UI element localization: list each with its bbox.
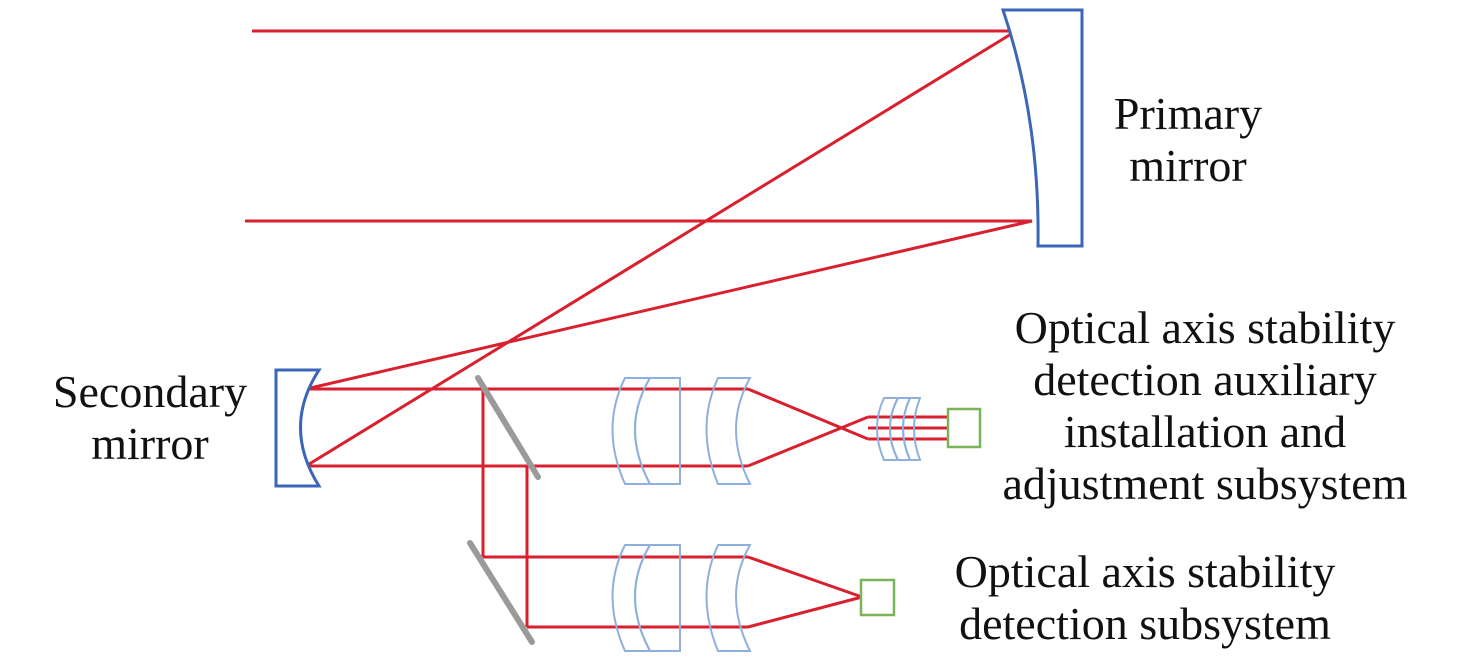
label-line: adjustment subsystem [1002, 458, 1408, 509]
label-line: installation and [1063, 406, 1347, 457]
ray-converge-aux-1 [747, 387, 869, 441]
upper-lens-group [611, 377, 752, 485]
ray-converge-detect-1 [747, 555, 863, 599]
ray-primary-to-secondary-lower [305, 29, 1017, 468]
label-line: detection auxiliary [1033, 354, 1377, 405]
lens-icon [902, 397, 922, 461]
auxiliary-subsystem-label: Optical axis stability detection auxilia… [955, 302, 1455, 510]
label-line: mirror [1129, 140, 1247, 191]
beam-splitter-lower-icon [467, 540, 535, 645]
ray-converge-aux-2 [747, 415, 869, 468]
beam-splitter-upper-icon [475, 375, 541, 480]
lens-icon [611, 544, 652, 652]
ray-converge-detect-2 [747, 595, 863, 629]
label-line: Primary [1113, 88, 1263, 139]
aux-small-lens-group [876, 397, 922, 461]
secondary-mirror-icon [274, 368, 322, 488]
lens-icon [634, 544, 681, 652]
detection-detector-icon [859, 578, 896, 617]
lens-icon [705, 377, 752, 485]
secondary-mirror-label: Secondary mirror [20, 366, 280, 470]
lens-icon [611, 377, 652, 485]
beam-splitters [467, 375, 541, 645]
detection-subsystem-label: Optical axis stability detection subsyst… [905, 546, 1385, 650]
label-line: Secondary [52, 366, 248, 417]
label-line: mirror [91, 418, 209, 469]
aux-detector-icon [946, 407, 982, 449]
light-rays [245, 29, 1033, 629]
lens-icon [634, 377, 681, 485]
primary-mirror-icon [1000, 8, 1084, 248]
primary-mirror-label: Primary mirror [1088, 88, 1288, 192]
label-line: Optical axis stability [1014, 302, 1396, 353]
lower-lens-group [611, 544, 752, 652]
label-line: detection subsystem [959, 598, 1331, 649]
lens-icon [705, 544, 752, 652]
label-line: Optical axis stability [954, 546, 1336, 597]
ray-primary-to-secondary-upper [305, 219, 1033, 391]
